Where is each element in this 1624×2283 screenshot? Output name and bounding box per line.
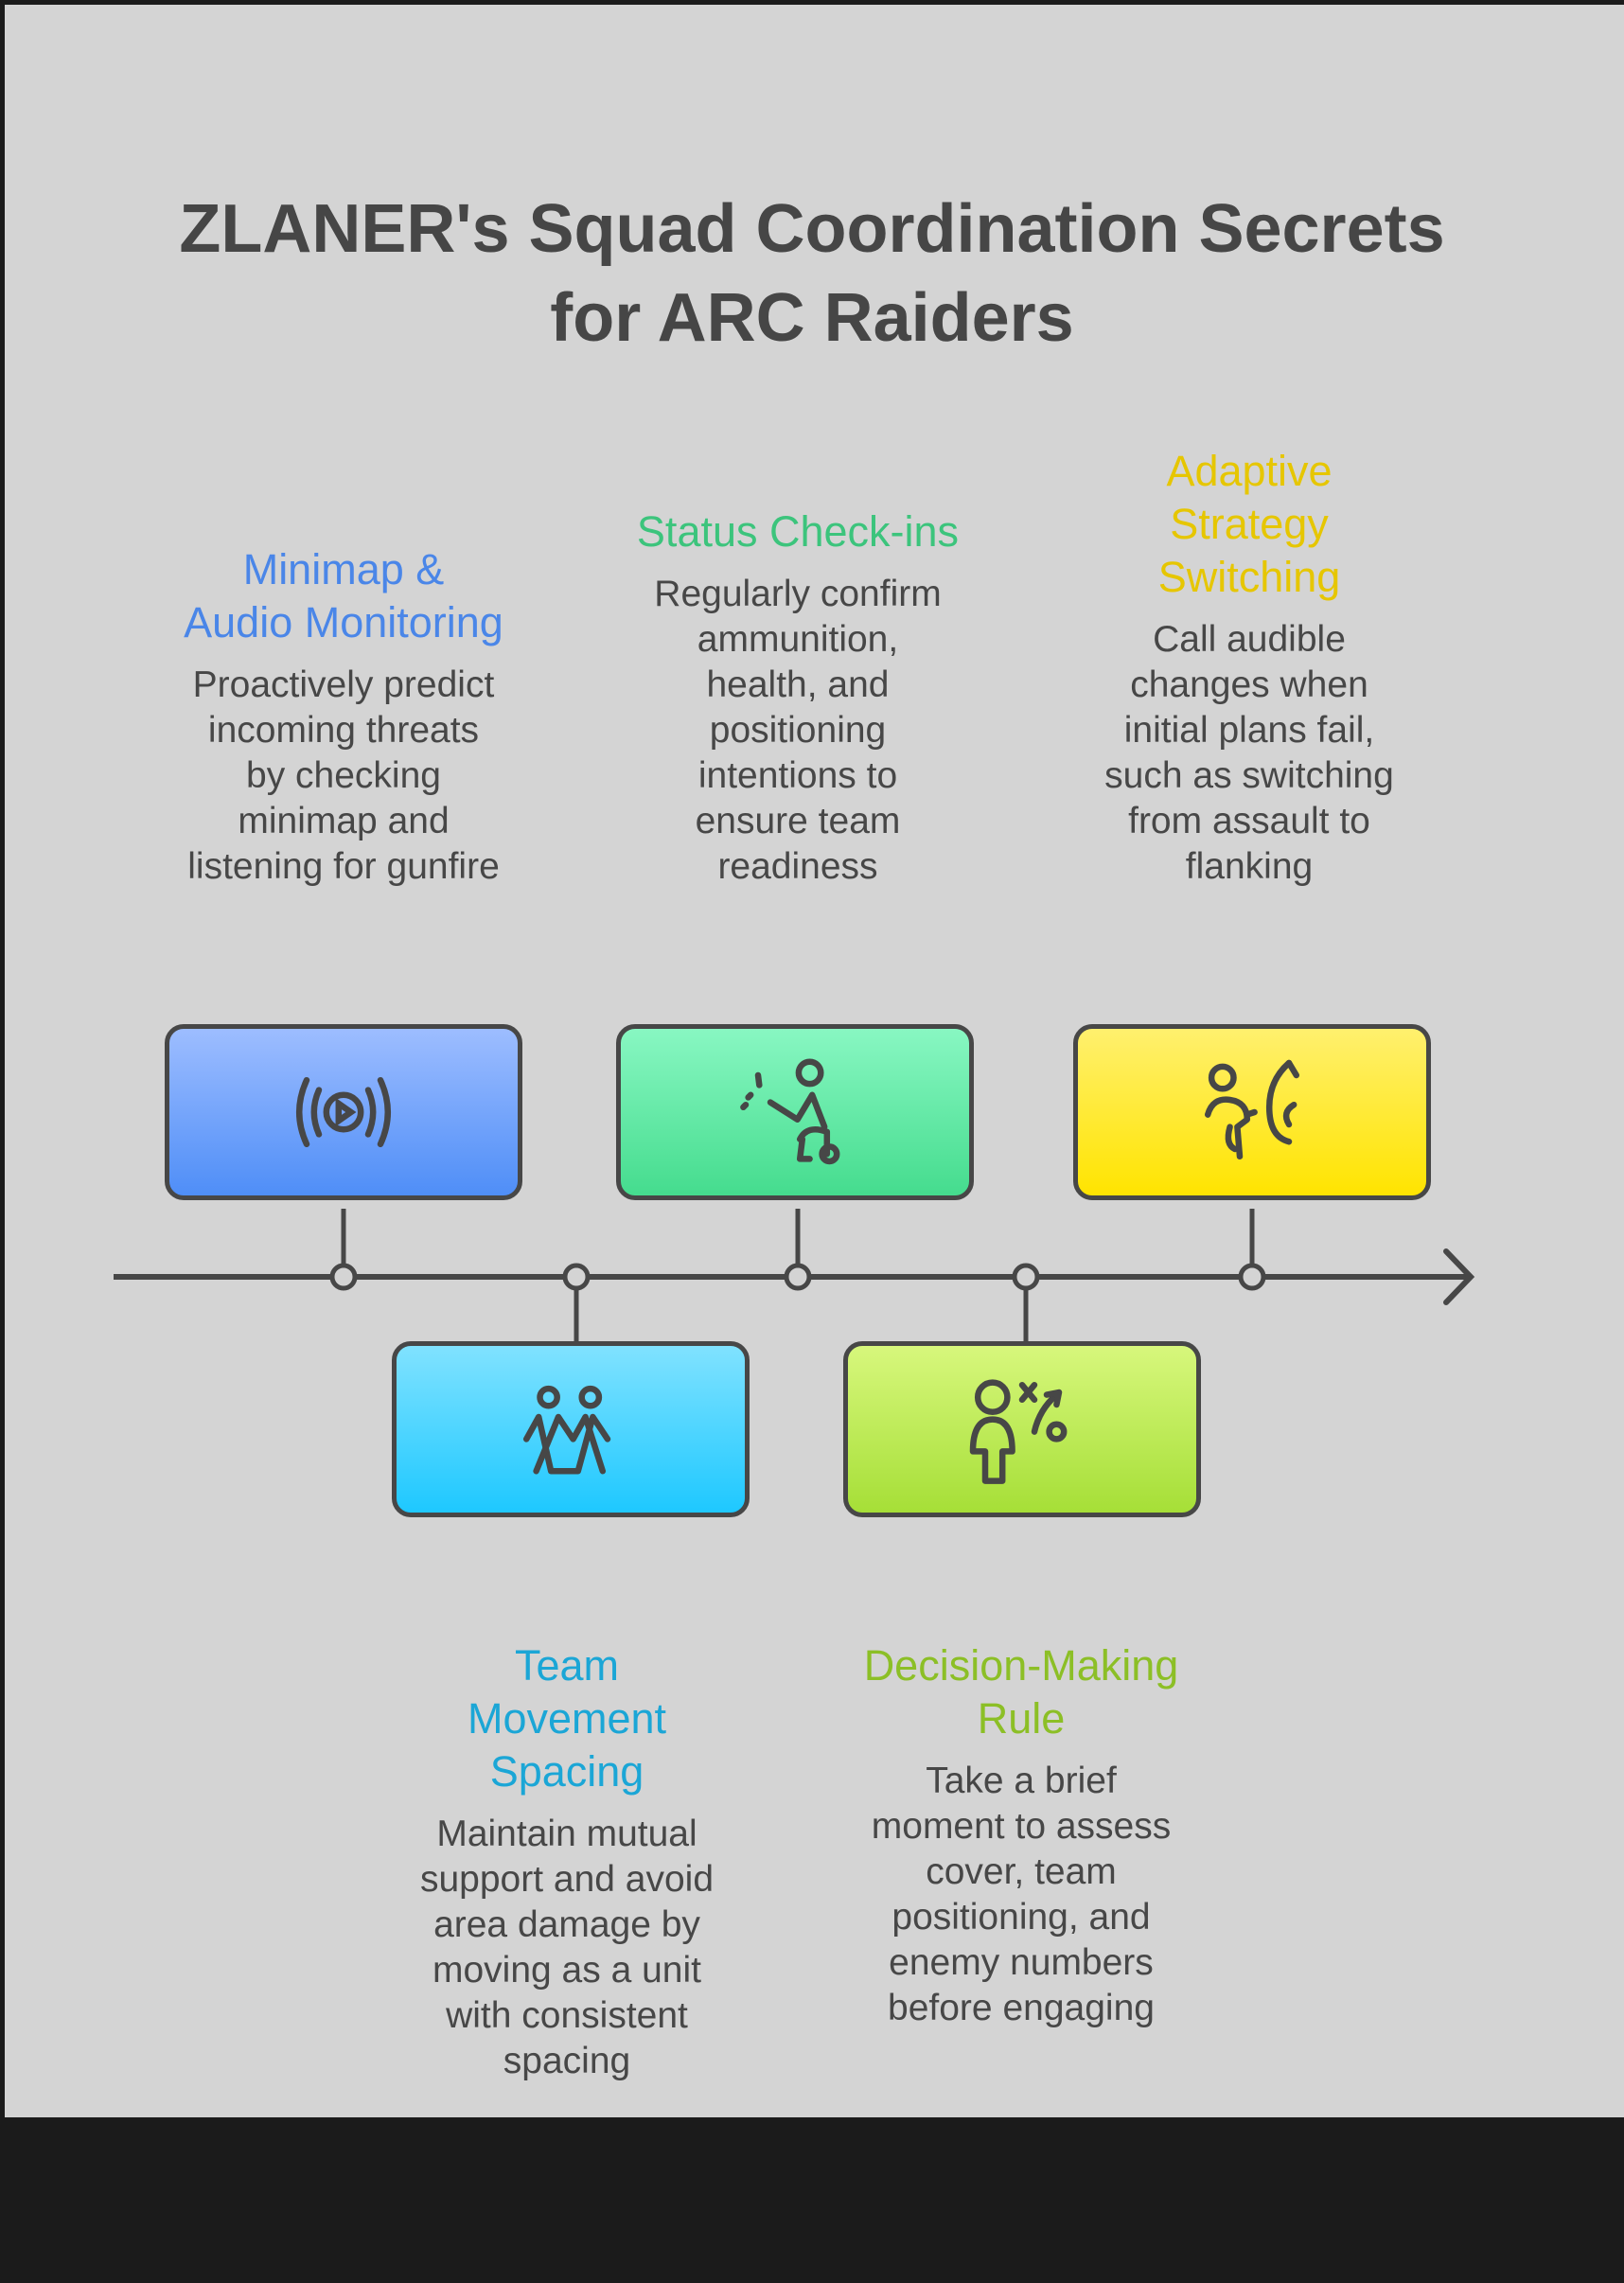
step-box-decision (843, 1341, 1201, 1517)
timeline-node-5 (1238, 1263, 1266, 1291)
page-title: ZLANER's Squad Coordination Secrets for … (0, 185, 1624, 363)
step-text-minimap: Minimap &Audio Monitoring Proactively pr… (154, 543, 533, 890)
running-switch-icon (1204, 1059, 1300, 1160)
timeline-node-2 (562, 1263, 591, 1291)
timeline-node-3 (784, 1263, 812, 1291)
timeline-arrow-icon (1443, 1248, 1475, 1305)
title-line-1: ZLANER's Squad Coordination Secrets (179, 191, 1445, 267)
team-people-icon (522, 1385, 611, 1475)
timeline-node-4 (1012, 1263, 1040, 1291)
step-title: Minimap &Audio Monitoring (184, 545, 503, 646)
title-line-2: for ARC Raiders (550, 280, 1074, 356)
strategy-play-icon (969, 1379, 1068, 1484)
timeline-node-1 (329, 1263, 358, 1291)
step-box-adaptive (1073, 1024, 1431, 1200)
person-checking-icon (740, 1058, 840, 1165)
step-box-status (616, 1024, 974, 1200)
broadcast-play-icon (296, 1076, 391, 1148)
step-box-minimap (165, 1024, 522, 1200)
step-box-team (392, 1341, 750, 1517)
step-title: Status Check-ins (636, 507, 960, 556)
